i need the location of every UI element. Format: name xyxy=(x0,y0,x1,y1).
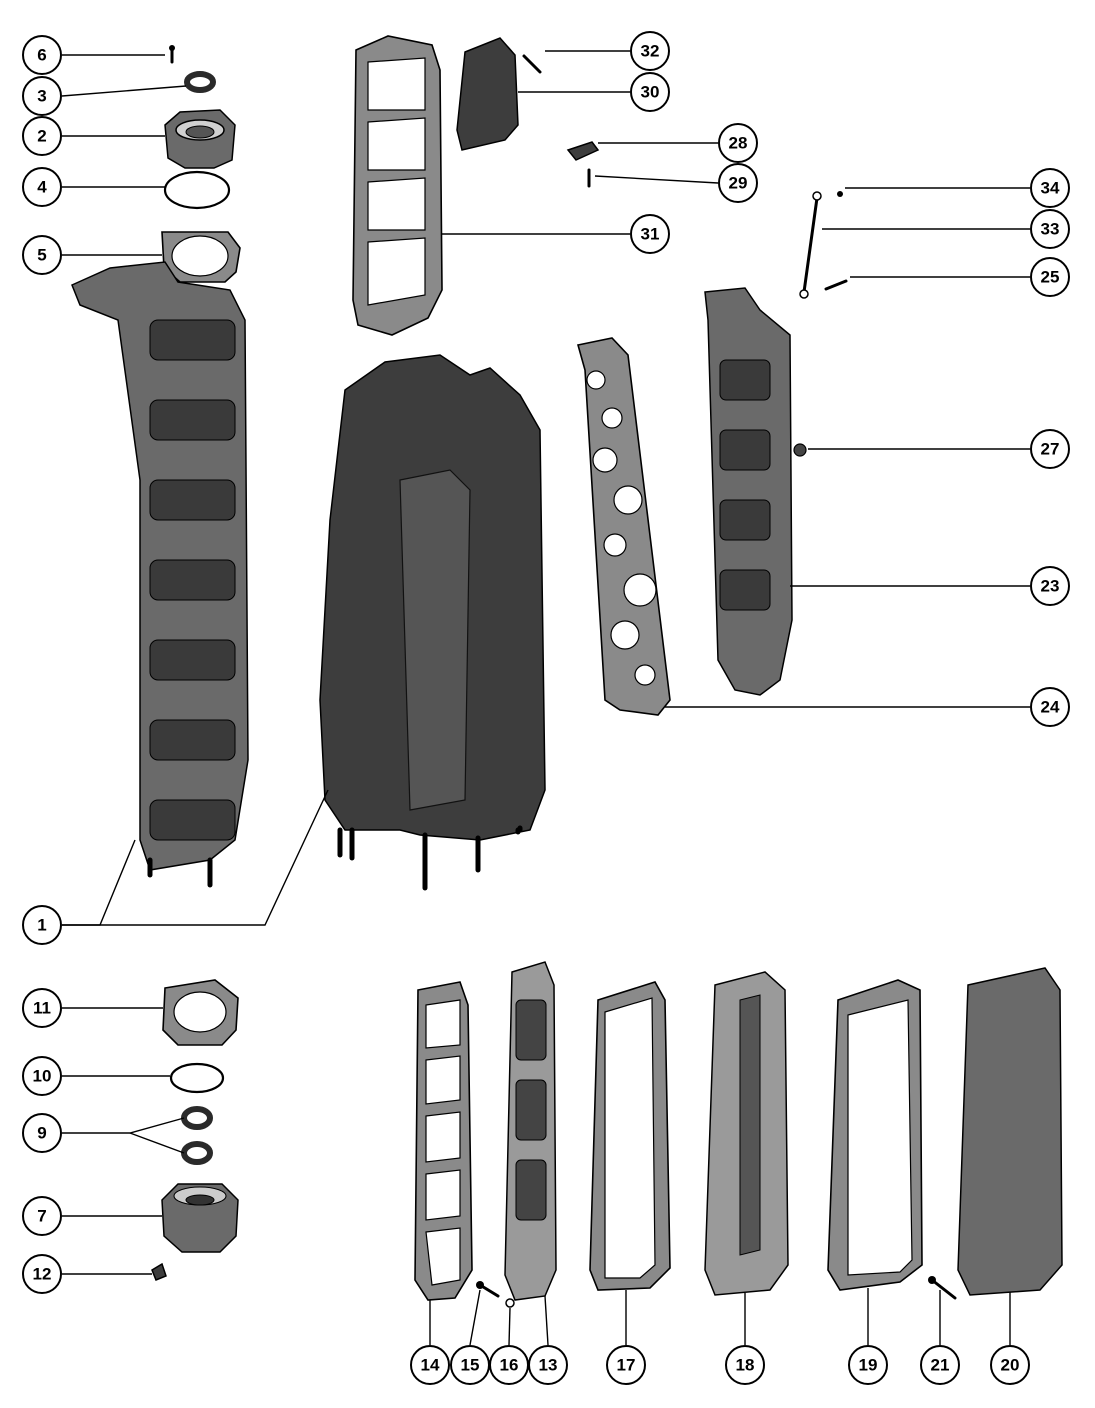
callout-20: 20 xyxy=(990,1345,1030,1385)
callout-30-label: 30 xyxy=(641,83,660,102)
callout-4: 4 xyxy=(22,167,62,207)
part-23-cylinder-head xyxy=(704,287,793,696)
callout-23: 23 xyxy=(1030,566,1070,606)
callout-14: 14 xyxy=(410,1345,450,1385)
callout-6-label: 6 xyxy=(37,46,46,65)
callout-1: 1 xyxy=(22,905,62,945)
callout-27: 27 xyxy=(1030,429,1070,469)
callout-32-label: 32 xyxy=(641,42,660,61)
callout-4-label: 4 xyxy=(37,178,47,197)
callout-11: 11 xyxy=(22,988,62,1028)
callout-34-label: 34 xyxy=(1041,179,1060,198)
callout-34: 34 xyxy=(1030,168,1070,208)
callout-7-label: 7 xyxy=(37,1207,46,1226)
callout-16: 16 xyxy=(489,1345,529,1385)
callout-21: 21 xyxy=(920,1345,960,1385)
part-19-gasket xyxy=(827,979,923,1291)
part-4-o-ring xyxy=(163,170,231,210)
callout-10: 10 xyxy=(22,1056,62,1096)
callout-10-label: 10 xyxy=(33,1067,52,1086)
callout-17-label: 17 xyxy=(617,1356,636,1375)
callout-19: 19 xyxy=(848,1345,888,1385)
part-18-cover xyxy=(704,971,789,1296)
callout-2-label: 2 xyxy=(37,127,46,146)
callout-25: 25 xyxy=(1030,257,1070,297)
callout-29: 29 xyxy=(718,163,758,203)
callout-25-label: 25 xyxy=(1041,268,1060,287)
part-31-reed-gasket xyxy=(352,35,443,336)
callout-24: 24 xyxy=(1030,687,1070,727)
part-13-manifold xyxy=(504,961,557,1301)
part-20-exhaust-cover xyxy=(957,967,1063,1296)
part-9-seals xyxy=(181,1106,213,1165)
part-2-bearing-housing xyxy=(164,109,236,169)
part-21-bolt xyxy=(928,1276,957,1300)
part-16-washer xyxy=(505,1298,515,1308)
callout-13: 13 xyxy=(528,1345,568,1385)
callout-13-label: 13 xyxy=(539,1356,558,1375)
callout-16-label: 16 xyxy=(500,1356,519,1375)
callout-15-label: 15 xyxy=(461,1356,480,1375)
callout-5: 5 xyxy=(22,235,62,275)
callout-23-label: 23 xyxy=(1041,577,1060,596)
part-14-manifold-gasket xyxy=(414,981,473,1301)
part-12-fitting xyxy=(151,1262,167,1281)
part-10-o-ring xyxy=(169,1062,225,1094)
callout-15: 15 xyxy=(450,1345,490,1385)
part-33-link-rod xyxy=(799,191,822,299)
callout-3-label: 3 xyxy=(37,87,46,106)
callout-14-label: 14 xyxy=(421,1356,440,1375)
part-27-plug xyxy=(793,443,807,457)
callout-27-label: 27 xyxy=(1041,440,1060,459)
part-25-screw xyxy=(824,279,848,291)
part-1-crankcase-left xyxy=(71,261,249,888)
callout-9: 9 xyxy=(22,1113,62,1153)
callout-19-label: 19 xyxy=(859,1356,878,1375)
callout-3: 3 xyxy=(22,76,62,116)
part-7-end-cap xyxy=(161,1183,239,1253)
part-28-fitting xyxy=(566,141,600,161)
callout-20-label: 20 xyxy=(1001,1356,1020,1375)
callout-5-label: 5 xyxy=(37,246,46,265)
part-3-seal xyxy=(184,71,216,93)
part-17-gasket xyxy=(589,981,671,1291)
callout-6: 6 xyxy=(22,35,62,75)
callout-29-label: 29 xyxy=(729,174,748,193)
callout-12-label: 12 xyxy=(33,1265,52,1284)
callout-11-label: 11 xyxy=(33,999,51,1018)
callout-28: 28 xyxy=(718,123,758,163)
callout-21-label: 21 xyxy=(931,1356,950,1375)
callout-12: 12 xyxy=(22,1254,62,1294)
part-5-gasket xyxy=(161,231,241,283)
callout-31-label: 31 xyxy=(641,225,660,244)
part-32-screw xyxy=(522,54,542,74)
part-30-cover-plate xyxy=(456,37,519,151)
part-24-head-gasket xyxy=(576,337,671,716)
callout-24-label: 24 xyxy=(1041,698,1060,717)
callout-18-label: 18 xyxy=(736,1356,755,1375)
callout-28-label: 28 xyxy=(729,134,748,153)
callout-1-label: 1 xyxy=(37,916,46,935)
callout-30: 30 xyxy=(630,72,670,112)
part-34-screw xyxy=(837,191,843,197)
part-1-cylinder-block xyxy=(319,354,546,891)
callout-31: 31 xyxy=(630,214,670,254)
callout-18: 18 xyxy=(725,1345,765,1385)
callout-32: 32 xyxy=(630,31,670,71)
callout-9-label: 9 xyxy=(37,1124,46,1143)
callout-17: 17 xyxy=(606,1345,646,1385)
callout-33-label: 33 xyxy=(1041,220,1060,239)
part-15-bolt xyxy=(476,1281,500,1298)
callout-33: 33 xyxy=(1030,209,1070,249)
callout-2: 2 xyxy=(22,116,62,156)
leader-lines xyxy=(61,50,1030,1346)
part-6-screw xyxy=(169,45,175,64)
callout-7: 7 xyxy=(22,1196,62,1236)
part-11-gasket xyxy=(162,979,239,1046)
